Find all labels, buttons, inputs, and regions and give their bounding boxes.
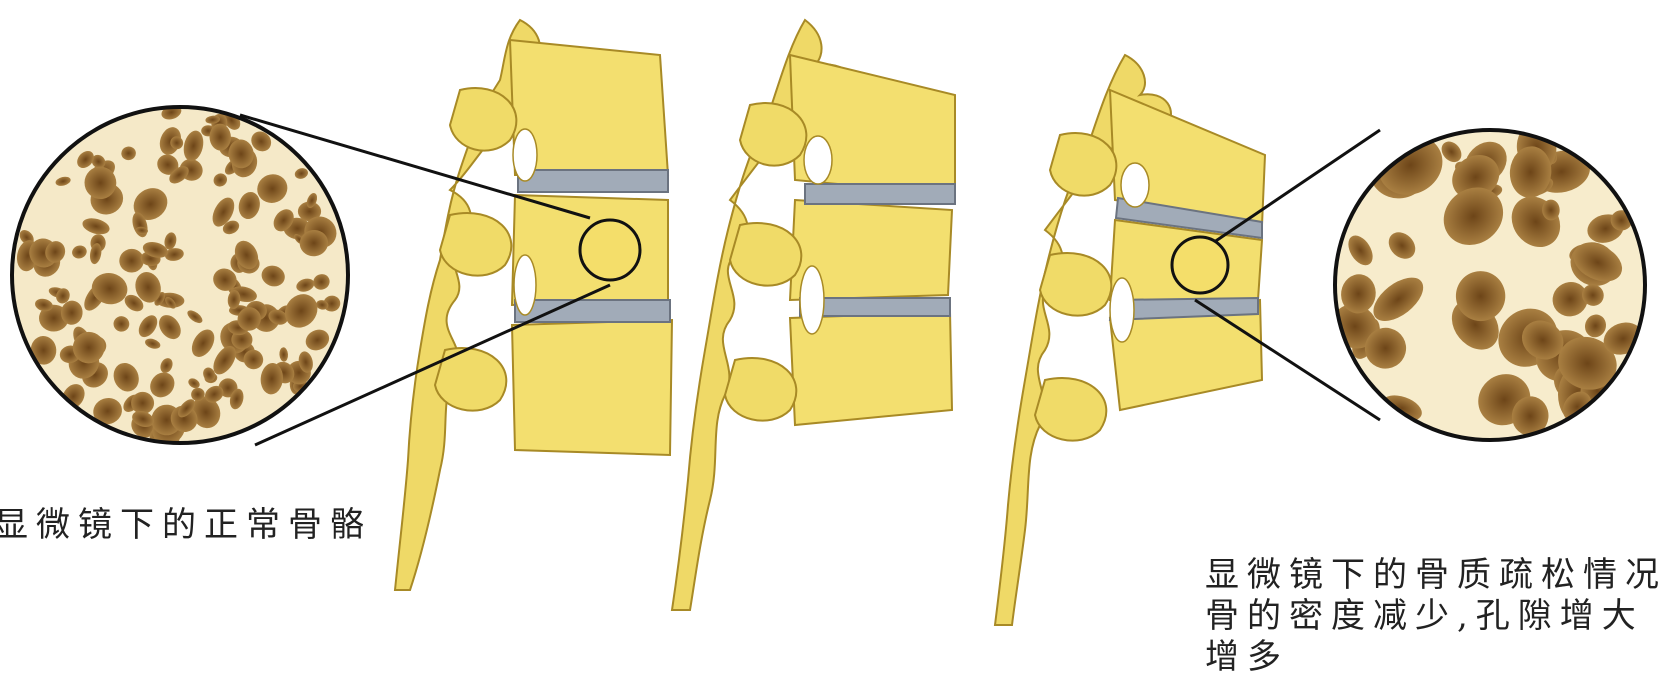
middle-disc-1 [805,184,955,204]
osteoporosis-caption: 显微镜下的骨质疏松情况 骨的密度减少,孔隙增大 增多 [1205,555,1665,677]
osteoporosis-caption-line-3: 增多 [1205,637,1665,677]
osteoporosis-bone-micrograph [1323,121,1647,440]
left-zoom-marker [580,220,640,280]
spine-illustration [0,0,1665,644]
right-zoom-marker [1172,237,1228,293]
right-vertebral-column [995,55,1265,625]
left-vertebral-column [395,20,672,590]
left-disc-1 [518,170,668,192]
middle-vertebral-column [672,20,955,610]
normal-bone-micrograph [10,103,350,452]
normal-bone-caption: 显微镜下的正常骨骼 [0,505,372,546]
osteoporosis-caption-line-1: 显微镜下的骨质疏松情况 [1205,555,1665,596]
osteoporosis-caption-line-2: 骨的密度减少,孔隙增大 [1205,596,1665,637]
left-vertebra-3 [512,320,672,455]
